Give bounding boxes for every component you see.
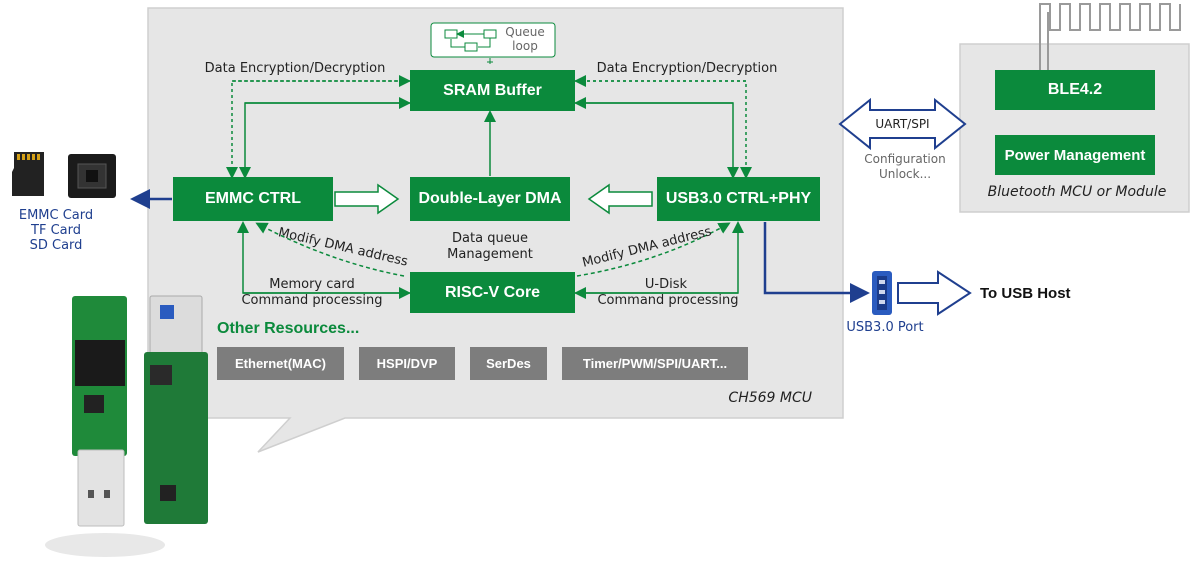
card-emmc-label: EMMC Card [18, 208, 94, 223]
modify-right-arrow [576, 222, 731, 277]
cmd-right-label: Command processing [597, 293, 739, 308]
data-queue-label: Data queue [452, 231, 528, 246]
usb-ctrl-block: USB3.0 CTRL+PHY [657, 177, 820, 221]
usb-stick-1 [45, 296, 165, 557]
resource-timer: Timer/PWM/SPI/UART... [562, 347, 748, 380]
host-hollow-arrow [897, 270, 972, 316]
resource-serdes: SerDes [470, 347, 547, 380]
emmc-ctrl-block: EMMC CTRL [173, 177, 333, 221]
emmc-dma-hollow-arrow [334, 183, 400, 215]
usb-stick-2 [144, 295, 208, 524]
cmd-left-label: Command processing [241, 293, 383, 308]
uart-spi-label: UART/SPI [875, 117, 930, 131]
enc-left-label: Data Encryption/Decryption [204, 61, 386, 76]
udisk-label: U-Disk [644, 277, 688, 292]
modify-left-arrow [255, 222, 405, 277]
usb-port-label: USB3.0 Port [846, 320, 924, 335]
unlock-label: Unlock... [878, 167, 932, 181]
usb-dma-hollow-arrow [587, 183, 653, 215]
memcard-label: Memory card [269, 277, 355, 292]
riscv-core-block: RISC-V Core [410, 272, 575, 313]
antenna-icon [1039, 3, 1181, 70]
enc-right-label: Data Encryption/Decryption [596, 61, 778, 76]
card-tf-label: TF Card [31, 223, 81, 238]
ble-block: BLE4.2 [995, 70, 1155, 110]
enc-left-path [226, 80, 410, 179]
queue-loop-label: Queue loop [505, 25, 545, 53]
resource-ethernet: Ethernet(MAC) [217, 347, 344, 380]
resource-hspi: HSPI/DVP [359, 347, 455, 380]
tf-card-icon [12, 152, 44, 196]
power-management-block: Power Management [995, 135, 1155, 175]
bluetooth-caption: Bluetooth MCU or Module [987, 184, 1167, 200]
card-sd-label: SD Card [29, 238, 83, 253]
usb-host-label: To USB Host [980, 285, 1071, 302]
usb-port-arrow [763, 222, 870, 303]
sram-buffer-block: SRAM Buffer [410, 70, 575, 111]
mcu-label: CH569 MCU [728, 390, 812, 406]
other-resources-title: Other Resources... [217, 320, 360, 337]
dma-block: Double-Layer DMA [410, 177, 570, 221]
usb-port-icon [872, 271, 892, 315]
queue-loop-icon [444, 29, 497, 52]
config-label: Configuration [864, 152, 946, 166]
uart-double-arrow [838, 97, 967, 151]
emmc-chip-icon [68, 154, 116, 198]
management-label: Management [447, 247, 533, 262]
